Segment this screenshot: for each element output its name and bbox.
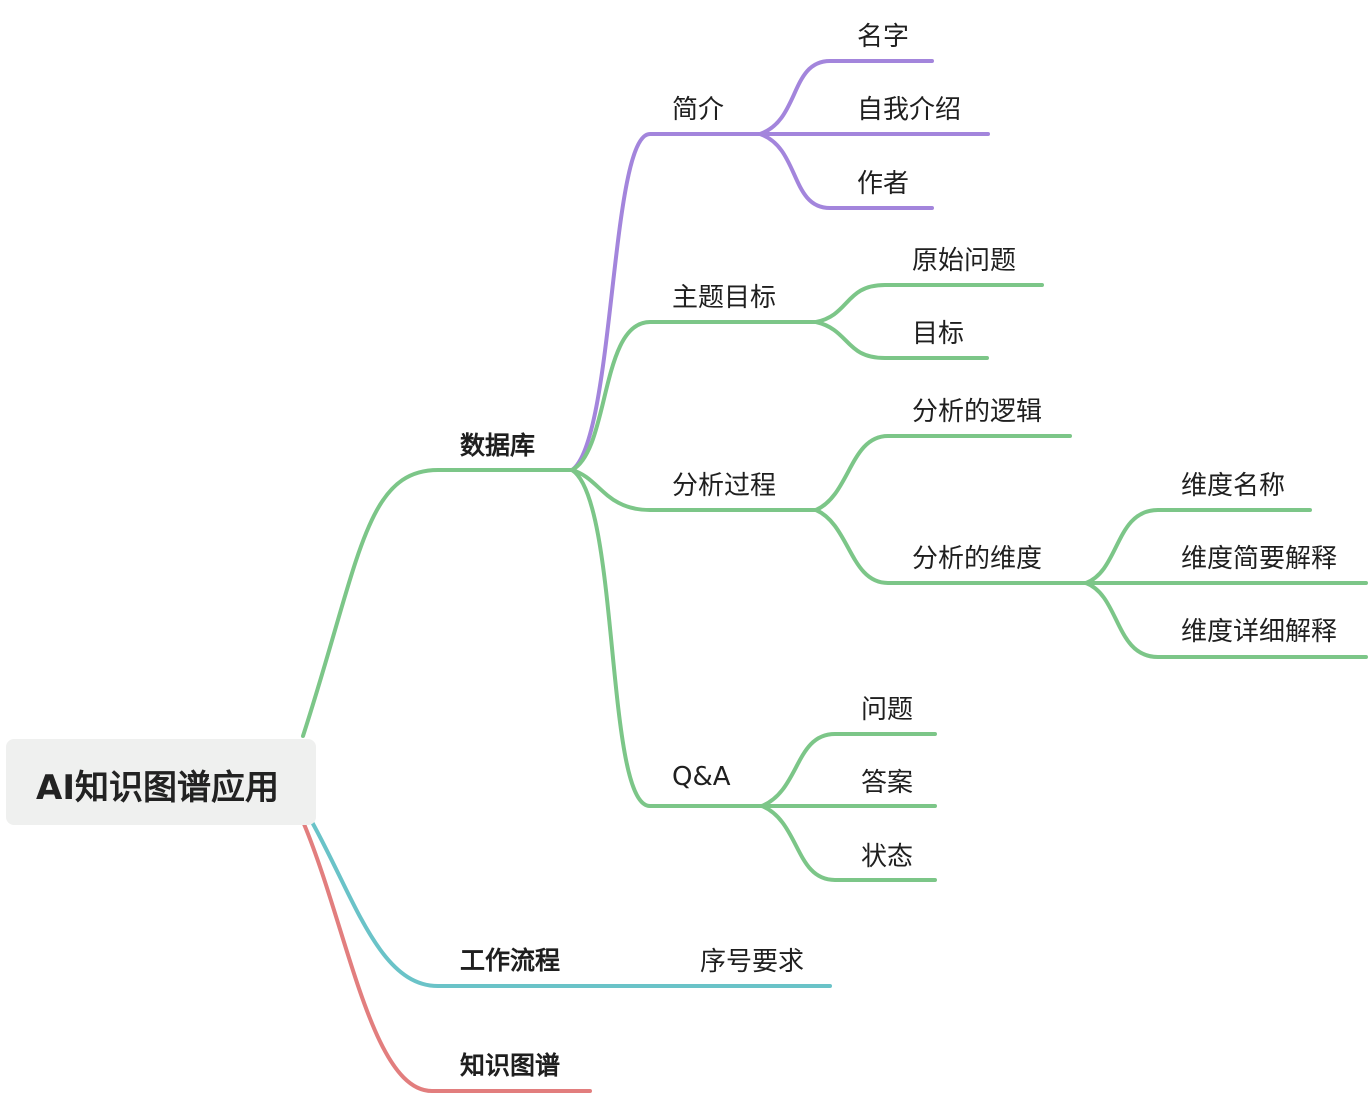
- node-topic-goal[interactable]: 主题目标: [672, 283, 777, 313]
- node-status[interactable]: 状态: [861, 842, 914, 872]
- edge-database-qa: [570, 468, 764, 808]
- edge-process-dimension: [814, 508, 1088, 585]
- node-intro[interactable]: 简介: [672, 95, 725, 125]
- edge-database-intro: [570, 132, 762, 472]
- root-node[interactable]: [6, 739, 316, 825]
- node-author[interactable]: 作者: [857, 169, 910, 199]
- node-database[interactable]: 数据库: [460, 431, 536, 460]
- node-name[interactable]: 名字: [857, 22, 910, 52]
- edge-dimension-detail: [1084, 581, 1368, 659]
- edge-dimension-name: [1084, 508, 1312, 585]
- node-analysis-process[interactable]: 分析过程: [672, 471, 777, 501]
- edge-database-topic: [570, 320, 818, 472]
- node-original-question[interactable]: 原始问题: [912, 246, 1017, 276]
- edge-root-database: [301, 468, 574, 738]
- node-knowledge-graph[interactable]: 知识图谱: [460, 1051, 561, 1080]
- node-goal[interactable]: 目标: [912, 319, 965, 349]
- node-sequence-requirement[interactable]: 序号要求: [700, 947, 805, 977]
- node-dimension-name[interactable]: 维度名称: [1181, 471, 1286, 501]
- edge-root-workflow: [310, 820, 832, 988]
- node-self-intro[interactable]: 自我介绍: [857, 95, 962, 125]
- edge-process-logic: [814, 434, 1072, 512]
- node-qa[interactable]: Q&A: [672, 762, 731, 792]
- node-dimension-brief[interactable]: 维度简要解释: [1181, 544, 1338, 574]
- edge-root-kg: [302, 822, 592, 1093]
- node-analysis-dimension[interactable]: 分析的维度: [912, 544, 1043, 574]
- node-analysis-logic[interactable]: 分析的逻辑: [912, 397, 1043, 427]
- edge-intro-name: [758, 59, 934, 136]
- node-question[interactable]: 问题: [861, 695, 914, 725]
- node-answer[interactable]: 答案: [861, 768, 914, 798]
- edge-intro-author: [758, 132, 934, 210]
- node-workflow[interactable]: 工作流程: [460, 946, 561, 975]
- node-dimension-detail[interactable]: 维度详细解释: [1181, 617, 1338, 647]
- edge-database-process: [570, 468, 818, 512]
- edge-topic-original: [814, 283, 1044, 324]
- edge-topic-goal: [814, 320, 989, 360]
- edge-qa-status: [760, 804, 937, 882]
- edge-qa-question: [760, 732, 937, 808]
- root-label: AI知识图谱应用: [36, 768, 279, 808]
